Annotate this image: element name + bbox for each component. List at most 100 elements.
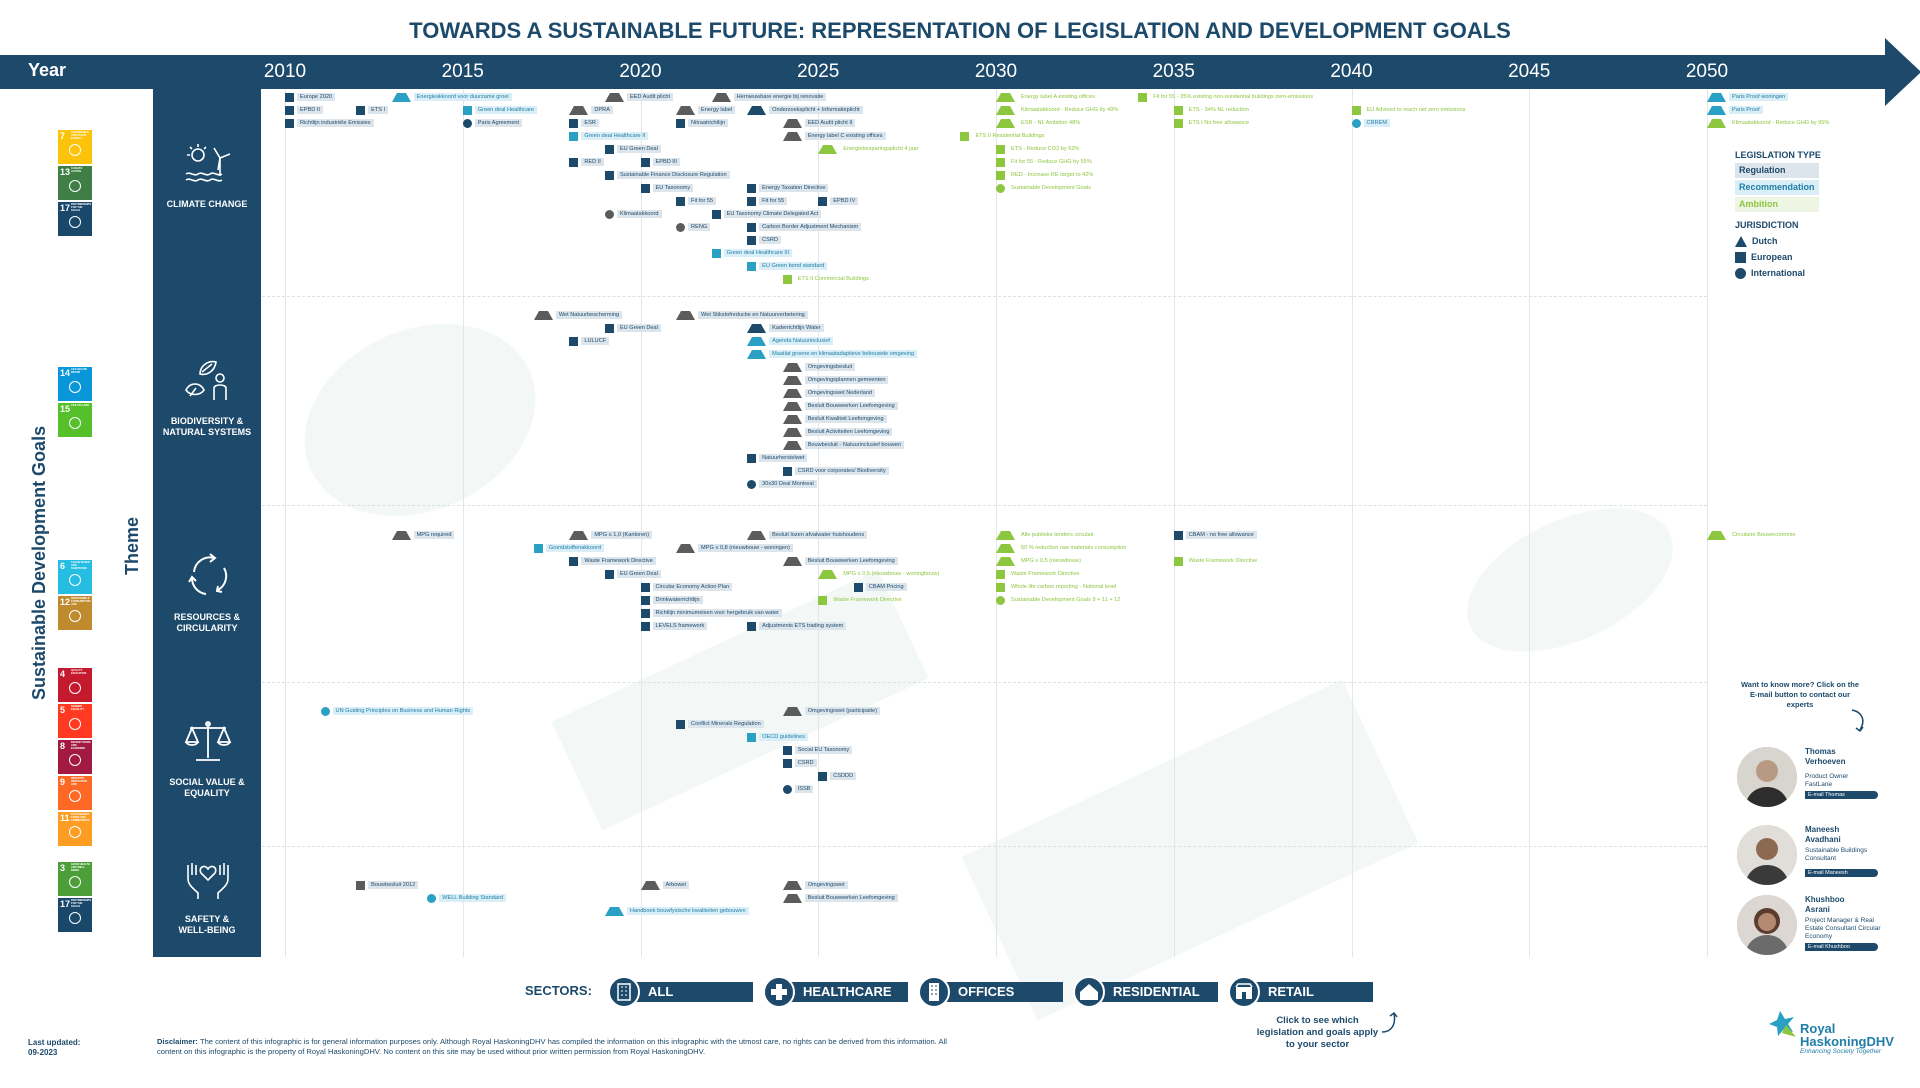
timeline-event[interactable]: UN Guiding Principles on Business and Hu… [320, 706, 474, 716]
timeline-event[interactable]: CBAM Pricing [853, 582, 907, 592]
timeline-event[interactable]: Drinkwaterrichtlijn [640, 595, 703, 605]
timeline-event[interactable]: MPG ≤ 0,5 (nieuwbouw - woningbouw) [818, 569, 942, 579]
timeline-event[interactable]: EU Green Deal [604, 144, 661, 154]
timeline-event[interactable]: EU Taxonomy Climate Delegated Act [711, 209, 822, 219]
email-maneesh-button[interactable]: E-mail Maneesh [1805, 869, 1878, 877]
timeline-event[interactable]: Paris Agreement [462, 118, 523, 128]
timeline-event[interactable]: Arbowet [640, 880, 690, 890]
timeline-event[interactable]: MPG ≤ 1,0 (Kantoren) [569, 530, 653, 540]
timeline-event[interactable]: Europe 2020 [285, 92, 336, 102]
timeline-event[interactable]: Klimaatakkoord [604, 209, 662, 219]
timeline-event[interactable]: LULUCF [569, 336, 610, 346]
timeline-event[interactable]: Sustainable Development Goals 9 + 11 + 1… [996, 595, 1123, 605]
timeline-event[interactable]: Social EU Taxonomy [782, 745, 853, 755]
timeline-event[interactable]: Besluit Bouwwerken Leefomgeving [782, 556, 898, 566]
timeline-event[interactable]: Energy label [676, 105, 736, 115]
timeline-event[interactable]: ETS I No free allowance [1173, 118, 1252, 128]
timeline-event[interactable]: Richtlijn minimumeisen voor hergebruik v… [640, 608, 782, 618]
timeline-event[interactable]: RED - Increase RE target to 42% [996, 170, 1096, 180]
timeline-event[interactable]: Fit for 55 [676, 196, 717, 206]
timeline-event[interactable]: EU Taxonomy [640, 183, 694, 193]
timeline-event[interactable]: Fit for 55 - 35% existing non-residentia… [1138, 92, 1316, 102]
timeline-event[interactable]: ETS - 34% NL reduction [1173, 105, 1252, 115]
timeline-event[interactable]: Besluit Bouwwerken Leefomgeving [782, 893, 898, 903]
timeline-event[interactable]: Maatlat groene en klimaatadaptieve bebou… [747, 349, 917, 359]
timeline-event[interactable]: Handboek bouwfysische kwaliteiten gebouw… [604, 906, 749, 916]
timeline-event[interactable]: ETS I [356, 105, 389, 115]
timeline-event[interactable]: Agenda Natuurinclusief [747, 336, 833, 346]
timeline-event[interactable]: EPBD III [640, 157, 680, 167]
timeline-event[interactable]: Omgevingsplannen gemeenten [782, 375, 889, 385]
timeline-event[interactable]: Besluit Activiteiten Leefomgeving [782, 427, 893, 437]
timeline-event[interactable]: ETS II Commercial Buildings [782, 274, 872, 284]
timeline-event[interactable]: Omgevingswet (participatie) [782, 706, 881, 716]
timeline-event[interactable]: ESR [569, 118, 599, 128]
timeline-event[interactable]: Whole life carbon reporting - National l… [996, 582, 1119, 592]
timeline-event[interactable]: Wet Natuurbescherming [533, 310, 623, 320]
timeline-event[interactable]: Carbon Border Adjustment Mechanism [747, 222, 862, 232]
timeline-event[interactable]: ETS II Residential Buildings [960, 131, 1047, 141]
timeline-event[interactable]: Bouwbesluit - Natuurinclusief bouwen [782, 440, 904, 450]
timeline-event[interactable]: Omgevingsbesluit [782, 362, 856, 372]
timeline-event[interactable]: Wet Stikstofreductie en Natuurverbeterin… [676, 310, 808, 320]
timeline-event[interactable]: WELL Building Standard [427, 893, 506, 903]
timeline-event[interactable]: CSRD [782, 758, 817, 768]
timeline-event[interactable]: Waste Framework Directive [569, 556, 656, 566]
timeline-event[interactable]: Klimaatakkoord - Reduce GHG by 49% [996, 105, 1121, 115]
timeline-event[interactable]: Kaderrichtlijn Water [747, 323, 824, 333]
timeline-event[interactable]: EED Audit plicht II [782, 118, 856, 128]
timeline-event[interactable]: Fit for 55 - Reduce GHG by 55% [996, 157, 1095, 167]
timeline-event[interactable]: CBAM - no free allowance [1173, 530, 1257, 540]
timeline-event[interactable]: LEVELS framework [640, 621, 708, 631]
timeline-event[interactable]: Energy label A existing offices [996, 92, 1098, 102]
sector-offices-button[interactable]: OFFICES [918, 976, 1063, 1008]
timeline-event[interactable]: MPG ≤ 0,5 (nieuwbouw) [996, 556, 1084, 566]
timeline-event[interactable]: EU Green Deal [604, 569, 661, 579]
timeline-event[interactable]: EU Advised to reach net zero emissions [1351, 105, 1469, 115]
timeline-event[interactable]: RED II [569, 157, 604, 167]
timeline-event[interactable]: MPG required [391, 530, 455, 540]
timeline-event[interactable]: Nitraatrichtlijn [676, 118, 728, 128]
timeline-event[interactable]: OECD guidelines [747, 732, 809, 742]
timeline-event[interactable]: Bouwbesluit 2012 [356, 880, 419, 890]
timeline-event[interactable]: CSDDD [818, 771, 857, 781]
sector-healthcare-button[interactable]: HEALTHCARE [763, 976, 908, 1008]
timeline-event[interactable]: Energieakkoord voor duurzame groei [391, 92, 512, 102]
timeline-event[interactable]: EED Audit plicht [604, 92, 674, 102]
timeline-event[interactable]: Fit for 55 [747, 196, 788, 206]
email-thomas-button[interactable]: E-mail Thomas [1805, 791, 1878, 799]
timeline-event[interactable]: Waste Framework Directive [1173, 556, 1260, 566]
timeline-event[interactable]: CSRD [747, 235, 781, 245]
timeline-event[interactable]: Paris Proof [1707, 105, 1763, 115]
timeline-event[interactable]: 30x30 Deal Montreal [747, 479, 817, 489]
timeline-event[interactable]: Richtlijn industriële Emissies [285, 118, 374, 128]
timeline-event[interactable]: Circulaire Bouweconomie [1707, 530, 1798, 540]
timeline-event[interactable]: CRREM [1351, 118, 1391, 128]
sector-residential-button[interactable]: RESIDENTIAL [1073, 976, 1218, 1008]
timeline-event[interactable]: ESR - NL Ambition 48% [996, 118, 1083, 128]
timeline-event[interactable]: Waste Framework Directive [996, 569, 1082, 579]
sector-retail-button[interactable]: RETAIL [1228, 976, 1373, 1008]
timeline-event[interactable]: Onderzoeksplicht + Informatieplicht [747, 105, 863, 115]
email-khushboo-button[interactable]: E-mail Khushboo [1805, 943, 1878, 951]
timeline-event[interactable]: Energiebesparingsplicht 4 jaar [818, 144, 921, 154]
timeline-event[interactable]: Grondstoffenakkoord [533, 543, 604, 553]
timeline-event[interactable]: Paris Proof woningen [1707, 92, 1789, 102]
timeline-event[interactable]: Sustainable Development Goals [996, 183, 1094, 193]
timeline-event[interactable]: Alle publieke tenders circulair [996, 530, 1097, 540]
timeline-event[interactable]: EU Green bond standard [747, 261, 828, 271]
timeline-event[interactable]: Circular Economy Action Plan [640, 582, 733, 592]
timeline-event[interactable]: Energy Taxation Directive [747, 183, 829, 193]
timeline-event[interactable]: Besluit Bouwwerken Leefomgeving [782, 401, 898, 411]
timeline-event[interactable]: 50 % reduction raw materials consumption [996, 543, 1129, 553]
timeline-event[interactable]: Waste Framework Directive [818, 595, 904, 605]
timeline-event[interactable]: Green deal Healthcare III [711, 248, 793, 258]
timeline-event[interactable]: RENG [676, 222, 711, 232]
timeline-event[interactable]: Green deal Healthcare [462, 105, 538, 115]
sector-all-button[interactable]: ALL [608, 976, 753, 1008]
timeline-event[interactable]: Conflict Minerals Regulation [676, 719, 764, 729]
timeline-event[interactable]: DPRA [569, 105, 613, 115]
timeline-event[interactable]: ETS - Reduce CO2 by 62% [996, 144, 1082, 154]
timeline-event[interactable]: Natuurherstelwet [747, 453, 808, 463]
timeline-event[interactable]: EPBD II [285, 105, 323, 115]
